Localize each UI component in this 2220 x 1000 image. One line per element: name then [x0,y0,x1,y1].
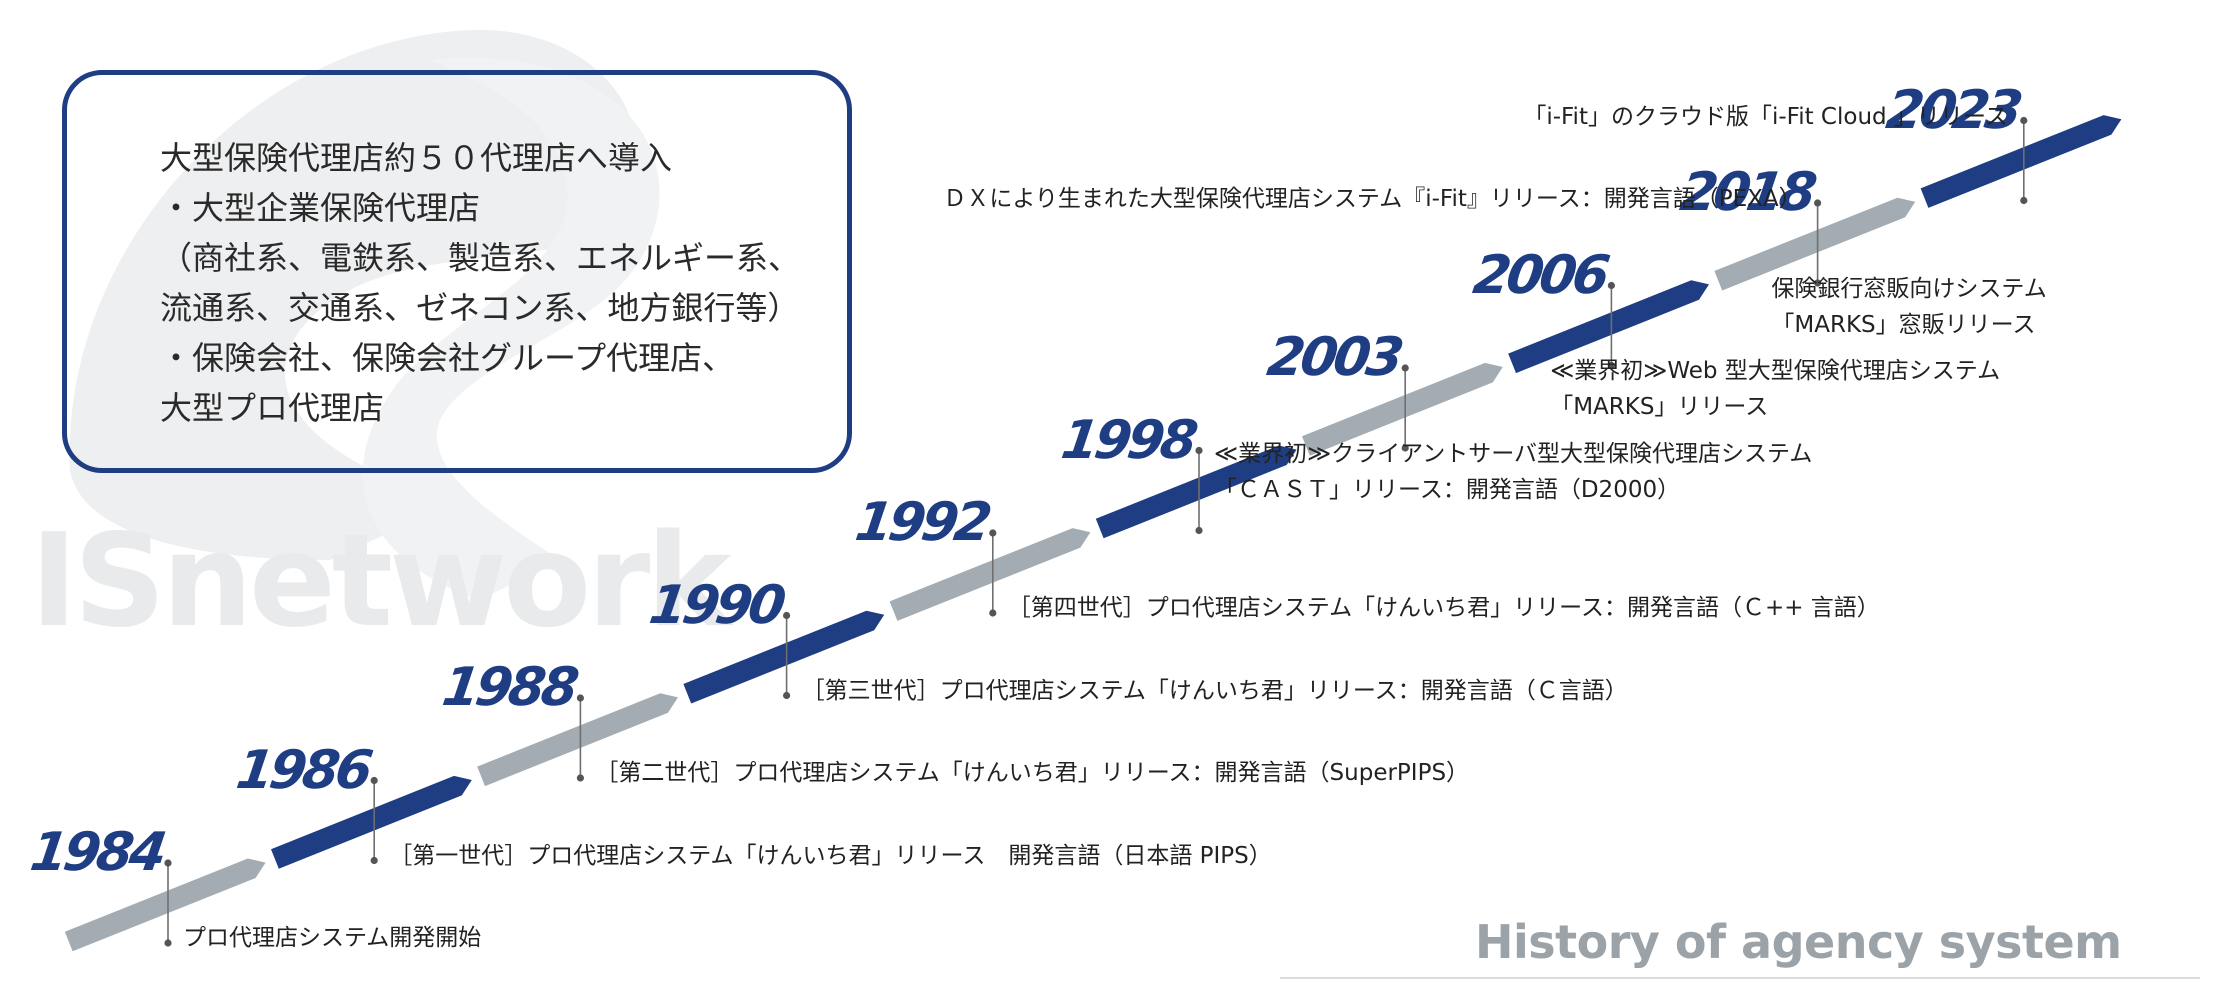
connector-dot [576,774,585,782]
connector-dot [989,529,997,537]
event-description: ≪業界初≫Web 型大型保険代理店システム「MARKS」リリース [1550,353,2000,425]
summary-line: ・保険会社、保険会社グループ代理店、 [160,339,735,377]
watermark-swirl [69,29,636,560]
connector-dot [783,611,791,620]
event-line: 「MARKS」窓販リリース [1771,311,2036,338]
event-description: ［第四世代］プロ代理店システム「けんいち君」リリース：開発言語（Ｃ++ 言語） [1008,590,1880,626]
timeline-connectors [164,116,2028,947]
timeline-arrow-segment [1302,362,1503,456]
event-description: ［第一世代］プロ代理店システム「けんいち君」リリース 開発言語（日本語 PIPS… [389,838,1272,874]
event-line: ［第三世代］プロ代理店システム「けんいち君」リリース：開発言語（Ｃ言語） [801,677,1628,704]
timeline-arrow [64,115,2122,952]
timeline-arrow-segment [1920,115,2122,208]
connector-dot [370,776,378,785]
summary-line: 大型保険代理店約５０代理店へ導入 [160,139,673,177]
event-line: ［第一世代］プロ代理店システム「けんいち君」リリース 開発言語（日本語 PIPS… [389,842,1272,869]
connector-dot [164,859,172,867]
year-label: 1998 [1057,409,1198,471]
timeline-arrow-segment [1095,445,1297,539]
timeline-arrow-segment [1508,280,1709,374]
event-description: 「i-Fit」のクラウド版「i-Fit Cloud 」リリース [1523,99,2007,135]
connector-dot [2020,116,2028,125]
connector-dot [1401,444,1409,452]
event-description: プロ代理店システム開発開始 [183,920,481,956]
event-line: 「i-Fit」のクラウド版「i-Fit Cloud 」リリース [1523,103,2008,130]
event-line: 「MARKS」リリース [1550,394,1769,420]
year-label: 1986 [232,739,373,801]
timeline-arrow-segment [683,610,885,704]
event-description: ［第三世代］プロ代理店システム「けんいち君」リリース：開発言語（Ｃ言語） [802,673,1628,709]
connector-dot [2020,196,2028,205]
event-line: ［第二世代］プロ代理店システム「けんいち君」リリース：開発言語（SuperPIP… [595,760,1470,786]
isnetwork-watermark: ISnetwork [30,29,738,656]
connector-dot [1401,364,1409,372]
watermark-text: ISnetwork [30,507,734,656]
year-label: 2006 [1470,244,1611,306]
event-line: ＤＸにより生まれた大型保険代理店システム『i-Fit』リリース：開発言語（PEX… [943,186,1802,212]
summary-lines: 大型保険代理店約５０代理店へ導入 ・大型企業保険代理店 （商社系、電鉄系、製造系… [160,133,800,433]
year-label: 1984 [26,822,167,883]
connector-dot [1195,526,1203,535]
footer-title: History of agency system [1475,915,2122,969]
connector-dot [370,856,378,865]
watermark-swirl [362,57,660,601]
year-label: 1990 [645,574,786,636]
connector-dot [783,691,791,700]
event-description: 保険銀行窓販向けシステム「MARKS」窓販リリース [1771,271,2046,343]
event-line: プロ代理店システム開発開始 [183,925,482,951]
event-line: ≪業界初≫Web 型大型保険代理店システム [1550,358,2001,384]
event-line: 「ＣＡＳＴ」リリース：開発言語（D2000） [1214,476,1681,503]
connector-dot [1195,446,1203,455]
event-description: ＤＸにより生まれた大型保険代理店システム『i-Fit』リリース：開発言語（PEX… [943,181,1801,217]
connector-dot [1607,361,1615,370]
summary-box: 大型保険代理店約５０代理店へ導入 ・大型企業保険代理店 （商社系、電鉄系、製造系… [62,70,852,473]
event-line: 保険銀行窓販向けシステム [1771,275,2047,302]
summary-line: ・大型企業保険代理店 [160,189,481,227]
timeline-arrow-segment [889,528,1091,621]
connector-dot [1814,199,1822,207]
connector-dot [576,694,585,702]
connector-dot [1607,281,1615,290]
connector-dot [1814,279,1822,287]
year-label: 2003 [1263,327,1404,388]
connector-dot [164,939,172,947]
event-description: ［第二世代］プロ代理店システム「けんいち君」リリース：開発言語（SuperPIP… [595,755,1469,791]
summary-line: 流通系、交通系、ゼネコン系、地方銀行等） [160,289,800,327]
timeline-arrow-segment [271,775,472,869]
event-line: ≪業界初≫クライアントサーバ型大型保険代理店システム [1214,440,1813,467]
timeline-arrow-segment [477,693,678,787]
summary-line: （商社系、電鉄系、製造系、エネルギー系、 [160,239,801,277]
year-label: 1992 [851,492,992,553]
summary-line: 大型プロ代理店 [160,389,385,427]
connector-dot [989,609,997,617]
timeline-arrow-segment [64,858,266,952]
event-description: ≪業界初≫クライアントサーバ型大型保険代理店システム「ＣＡＳＴ」リリース：開発言… [1214,436,1812,508]
year-label: 1988 [439,657,580,718]
event-line: ［第四世代］プロ代理店システム「けんいち君」リリース：開発言語（Ｃ++ 言語） [1007,595,1880,621]
footer-divider [1280,977,2200,979]
timeline-arrow-segment [1714,197,1916,291]
